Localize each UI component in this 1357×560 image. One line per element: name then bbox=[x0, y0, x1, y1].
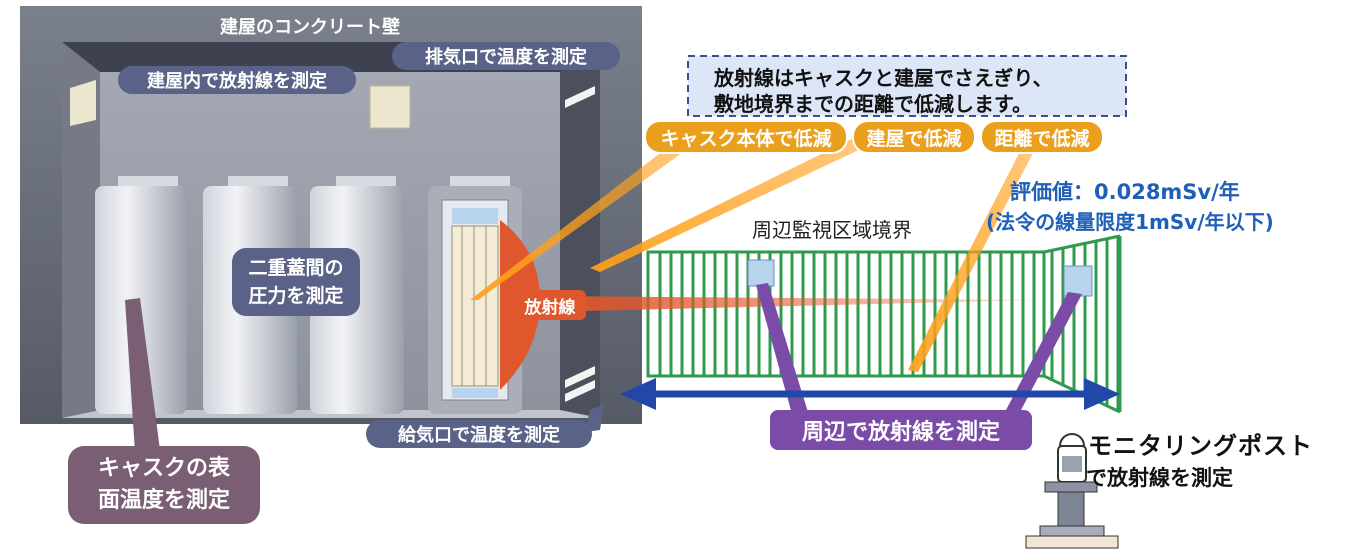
callout-line bbox=[756, 283, 808, 414]
vent-icon bbox=[565, 380, 595, 402]
ray-distance bbox=[908, 132, 1040, 372]
reduce-cask-label: キャスク本体で低減 bbox=[644, 120, 848, 154]
intake-temp-label: 給気口で温度を測定 bbox=[366, 420, 592, 448]
reduce-distance-label: 距離で低減 bbox=[980, 120, 1104, 154]
perimeter-radiation-label: 周辺で放射線を測定 bbox=[770, 410, 1032, 450]
monitoring-post-label-1: モニタリングポスト bbox=[1088, 432, 1313, 460]
boundary-label: 周辺監視区域境界 bbox=[752, 218, 912, 242]
cask-surface-line-1: キャスクの表 bbox=[97, 456, 230, 481]
lid-pressure-label: 二重蓋間の 圧力を測定 bbox=[232, 248, 360, 316]
monitoring-post-label-2: で放射線を測定 bbox=[1086, 466, 1233, 490]
vent-icon bbox=[70, 80, 96, 126]
cask bbox=[95, 176, 187, 414]
monitoring-post-icon bbox=[1025, 433, 1119, 549]
info-line-2: 敷地境界までの距離で低減します。 bbox=[714, 92, 1032, 116]
info-box bbox=[687, 55, 1127, 117]
vent-icon bbox=[565, 86, 595, 108]
info-line-1: 放射線はキャスクと建屋でさえぎり、 bbox=[714, 66, 1053, 90]
lid-pressure-line-2: 圧力を測定 bbox=[248, 285, 344, 307]
reduce-building-label: 建屋で低減 bbox=[852, 120, 976, 154]
sensor-icon bbox=[747, 259, 775, 287]
sensor-icon bbox=[369, 85, 411, 129]
ray-cask bbox=[470, 130, 700, 300]
ray-building bbox=[590, 130, 880, 272]
sensor-icon bbox=[1063, 265, 1093, 297]
lid-pressure-line-1: 二重蓋間の bbox=[248, 257, 344, 279]
exhaust-temp-label: 排気口で温度を測定 bbox=[392, 42, 620, 70]
callout-line bbox=[1006, 292, 1082, 412]
cask-surface-label: キャスクの表 面温度を測定 bbox=[68, 446, 260, 524]
boundary-fence bbox=[646, 234, 1122, 414]
double-arrow-icon bbox=[620, 378, 1120, 410]
building-wall-title: 建屋のコンクリート壁 bbox=[220, 17, 400, 38]
vent-icon bbox=[565, 366, 595, 388]
cask-surface-line-2: 面温度を測定 bbox=[97, 488, 230, 513]
evaluation-note: (法令の線量限度1mSv/年以下) bbox=[986, 210, 1274, 234]
radiation-label: 放射線 bbox=[514, 290, 586, 320]
radiation-beam bbox=[542, 296, 1040, 312]
indoor-radiation-label: 建屋内で放射線を測定 bbox=[118, 66, 356, 94]
evaluation-value: 評価値：0.028mSv/年 bbox=[1010, 180, 1240, 204]
